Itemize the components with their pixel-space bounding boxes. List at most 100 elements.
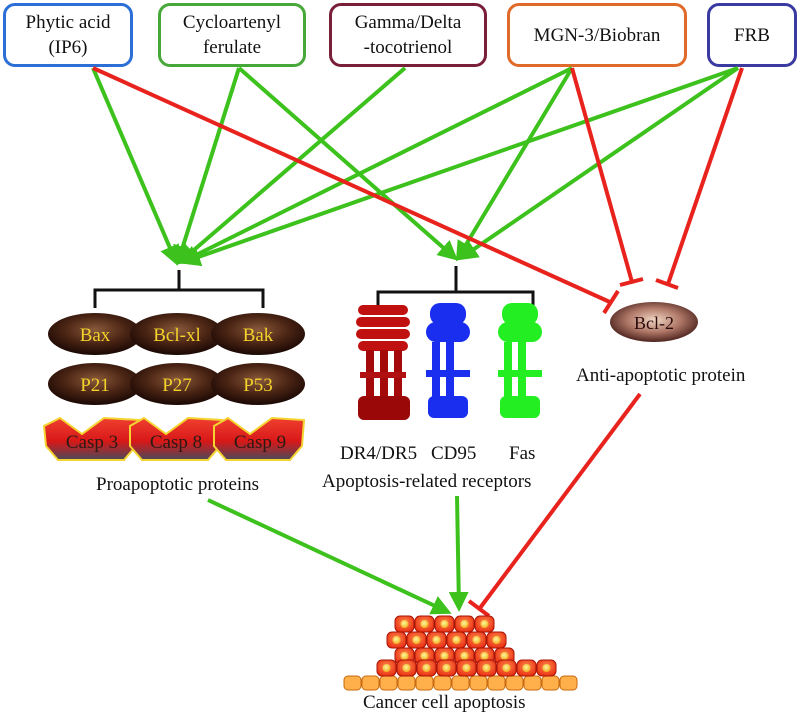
inhibit-mgn-to-bcl2 bbox=[570, 67, 634, 283]
cancer-cell-cluster bbox=[343, 615, 578, 691]
cell-nucleus bbox=[420, 652, 429, 660]
cell-nucleus bbox=[442, 664, 451, 672]
inhibit-phytic-to-bcl2 bbox=[92, 66, 613, 305]
cell-nucleus bbox=[382, 664, 391, 672]
receptor-fas bbox=[498, 303, 542, 418]
protein-label-bax: Bax bbox=[80, 325, 111, 346]
cell-nucleus bbox=[462, 664, 471, 672]
cell-nucleus bbox=[440, 652, 449, 660]
source-label-line: FRB bbox=[734, 24, 770, 46]
base-cell bbox=[469, 675, 488, 691]
base-cell bbox=[505, 675, 524, 691]
receptor-label-dr4-dr5: DR4/DR5 bbox=[340, 443, 418, 464]
protein-label-p53: P53 bbox=[243, 375, 273, 396]
protein-oval-p21 bbox=[48, 363, 142, 405]
caspase-label-8: Casp 8 bbox=[150, 432, 202, 453]
protein-oval-bcl-2 bbox=[610, 302, 698, 342]
cell-nucleus bbox=[480, 652, 489, 660]
receptor-label-cd95: CD95 bbox=[431, 443, 477, 464]
protein-label-bak: Bak bbox=[243, 325, 274, 346]
inhibit-bar bbox=[619, 277, 644, 287]
caspase-label-3: Casp 3 bbox=[66, 432, 118, 453]
base-cell bbox=[379, 675, 398, 691]
cell-nucleus bbox=[432, 636, 441, 644]
cell-nucleus bbox=[542, 664, 551, 672]
inhibit-frb-to-bcl2 bbox=[666, 67, 744, 285]
inhibit-bcl2-to-apoptosis bbox=[478, 392, 642, 610]
source-label-line: (IP6) bbox=[48, 37, 88, 58]
inhibit-bar bbox=[602, 289, 620, 315]
cell-nucleus bbox=[400, 620, 409, 628]
source-box-tocotrienol: Gamma/Delta -tocotrienol bbox=[329, 3, 487, 67]
source-box-mgn3-biobran: MGN-3/Biobran bbox=[507, 3, 687, 67]
cell-nucleus bbox=[472, 636, 481, 644]
receptor-cd95 bbox=[426, 303, 470, 418]
protein-oval-bax bbox=[48, 313, 142, 355]
arrow-cyclo-to-proapoptotic bbox=[173, 67, 241, 266]
arrow-mgn-to-proapoptotic bbox=[178, 66, 573, 264]
cell-nucleus bbox=[460, 620, 469, 628]
caspases: Casp 3 Casp 8 Casp 9 bbox=[42, 416, 306, 461]
base-cell bbox=[397, 675, 416, 691]
cell-nucleus bbox=[502, 664, 511, 672]
arrow-receptors-to-apoptosis bbox=[448, 495, 469, 612]
cell-nucleus bbox=[420, 620, 429, 628]
inhibit-bar bbox=[655, 278, 679, 290]
activation-arrows bbox=[91, 66, 740, 267]
arrow-gamma-to-proapoptotic bbox=[176, 66, 407, 265]
receptor-bracket bbox=[376, 266, 535, 312]
proapoptotic-ovals: Bax Bcl-xl Bak P21 P27 P53 bbox=[48, 313, 305, 405]
cell-nucleus bbox=[482, 664, 491, 672]
base-cell bbox=[433, 675, 452, 691]
cell-nucleus bbox=[480, 620, 489, 628]
protein-oval-p53 bbox=[211, 363, 305, 405]
inhibit-bar bbox=[467, 599, 491, 618]
base-cell bbox=[415, 675, 434, 691]
arrow-phytic-to-proapoptotic bbox=[91, 67, 179, 266]
cell-nucleus bbox=[500, 652, 509, 660]
caspase-shape-9 bbox=[213, 416, 306, 461]
source-label-line: Gamma/Delta bbox=[354, 12, 462, 33]
apoptosis-receptors-label: Apoptosis-related receptors bbox=[322, 471, 532, 492]
protein-oval-bcl-xl bbox=[130, 313, 224, 355]
base-cell bbox=[523, 675, 542, 691]
base-cell bbox=[361, 675, 380, 691]
source-box-frb: FRB bbox=[707, 3, 797, 67]
source-label-line: MGN-3/Biobran bbox=[533, 24, 661, 46]
arrow-mgn-to-receptors bbox=[455, 66, 574, 262]
caspase-shape-8 bbox=[129, 416, 224, 461]
base-cell bbox=[451, 675, 470, 691]
source-box-cycloartenyl-ferulate: Cycloartenyl ferulate bbox=[158, 3, 306, 67]
base-cell bbox=[343, 675, 362, 691]
protein-oval-bak bbox=[211, 313, 305, 355]
source-box-phytic-acid: Phytic acid (IP6) bbox=[3, 3, 133, 67]
protein-label-bcl-xl: Bcl-xl bbox=[153, 325, 201, 346]
protein-label-p21: P21 bbox=[80, 375, 110, 396]
protein-label-p27: P27 bbox=[162, 375, 192, 396]
base-cell bbox=[487, 675, 506, 691]
arrow-frb-to-proapoptotic bbox=[180, 66, 739, 267]
arrow-cyclo-to-receptors bbox=[237, 66, 459, 261]
caspase-label-9: Casp 9 bbox=[234, 432, 286, 453]
source-label-line: Phytic acid bbox=[25, 12, 111, 33]
anti-apoptotic-protein-label: Anti-apoptotic protein bbox=[576, 365, 746, 386]
receptor-label-fas: Fas bbox=[509, 443, 536, 464]
cell-nucleus bbox=[412, 636, 421, 644]
source-label-line: ferulate bbox=[202, 37, 261, 58]
proapoptotic-bracket bbox=[93, 270, 265, 308]
proapoptotic-proteins-label: Proapoptotic proteins bbox=[96, 474, 260, 495]
base-cell bbox=[541, 675, 560, 691]
source-label-line: Cycloartenyl bbox=[182, 12, 282, 33]
cell-nucleus bbox=[440, 620, 449, 628]
caspase-shape-3 bbox=[42, 416, 142, 461]
inhibition-lines bbox=[92, 66, 744, 315]
cell-nucleus bbox=[492, 636, 501, 644]
receptor-dr4-dr5 bbox=[356, 305, 410, 420]
cell-nucleus bbox=[402, 664, 411, 672]
source-label-line: -tocotrienol bbox=[363, 37, 453, 58]
cell-nucleus bbox=[392, 636, 401, 644]
cell-nucleus bbox=[522, 664, 531, 672]
protein-label-bcl-2: Bcl-2 bbox=[634, 313, 674, 333]
protein-oval-p27 bbox=[130, 363, 224, 405]
